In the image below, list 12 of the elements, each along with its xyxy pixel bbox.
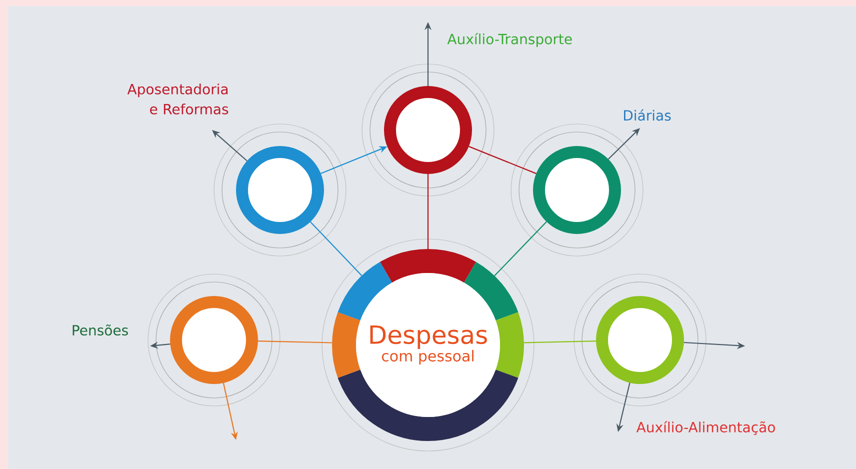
ring-circle xyxy=(596,296,684,384)
ring-circle xyxy=(170,296,258,384)
connector-arrow xyxy=(212,130,248,162)
category-label: Diárias xyxy=(624,109,671,121)
ring-circle xyxy=(533,146,621,234)
ring-circle xyxy=(236,146,324,234)
category-label: Auxílio-Transporte xyxy=(447,32,572,48)
category-label: Pensões xyxy=(72,324,128,336)
category-label: Aposentadoria e Reformas xyxy=(127,84,228,114)
ring-circle xyxy=(384,86,472,174)
category-label: Auxílio-Alimentação xyxy=(636,421,775,435)
connector-arrow xyxy=(608,128,640,160)
